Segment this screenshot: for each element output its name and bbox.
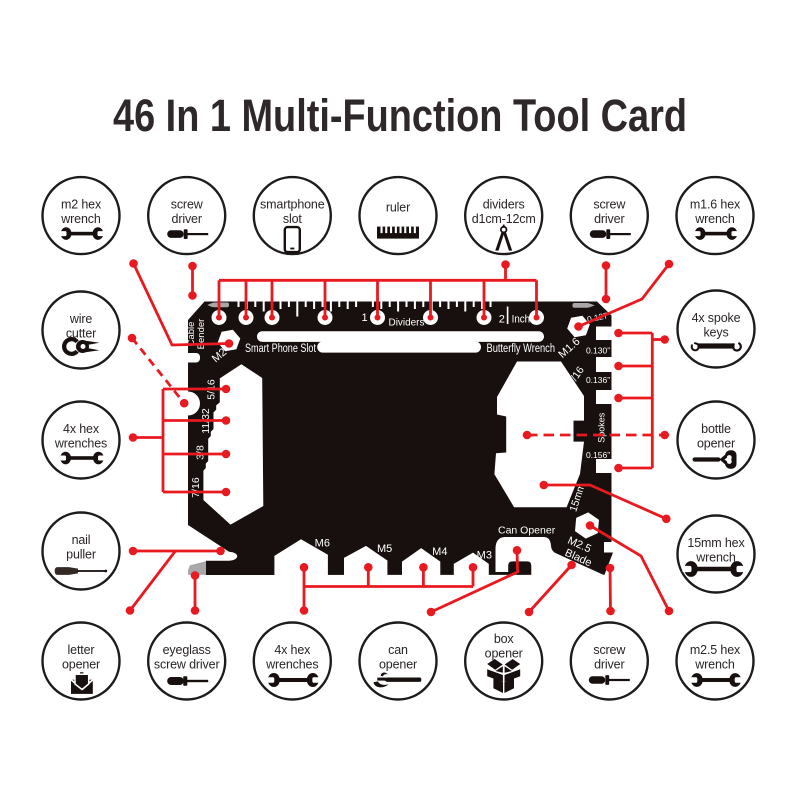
svg-text:Dividers: Dividers — [389, 317, 425, 329]
svg-text:dividers: dividers — [483, 198, 525, 212]
svg-text:screw driver: screw driver — [154, 658, 220, 672]
svg-text:15mm hex: 15mm hex — [687, 536, 745, 550]
svg-text:screw: screw — [593, 198, 626, 212]
svg-text:4x hex: 4x hex — [274, 643, 311, 657]
svg-text:1: 1 — [361, 312, 367, 324]
svg-text:puller: puller — [66, 548, 96, 562]
svg-text:7/16: 7/16 — [190, 477, 202, 498]
svg-text:m2 hex: m2 hex — [61, 198, 102, 212]
svg-text:driver: driver — [172, 212, 202, 226]
svg-text:ruler: ruler — [386, 201, 410, 215]
svg-text:wrench: wrench — [695, 551, 736, 565]
svg-text:screw: screw — [171, 198, 204, 212]
svg-text:2: 2 — [499, 314, 505, 326]
svg-text:M3: M3 — [477, 549, 492, 561]
svg-text:Butterfly Wrench: Butterfly Wrench — [487, 343, 556, 355]
svg-text:M6: M6 — [315, 538, 330, 550]
svg-text:Spokes: Spokes — [597, 412, 607, 443]
svg-text:driver: driver — [594, 212, 624, 226]
svg-text:wrenches: wrenches — [54, 437, 107, 451]
svg-text:slot: slot — [283, 212, 303, 226]
svg-text:M5: M5 — [377, 543, 392, 555]
svg-text:Bender: Bender — [196, 319, 207, 350]
svg-text:wrench: wrench — [694, 212, 735, 226]
svg-text:screw: screw — [593, 643, 626, 657]
svg-text:keys: keys — [703, 326, 728, 340]
svg-text:M4: M4 — [432, 546, 447, 558]
svg-text:0.156”: 0.156” — [586, 450, 610, 460]
svg-text:opener: opener — [485, 647, 523, 661]
svg-text:4x hex: 4x hex — [63, 422, 100, 436]
svg-text:46 In 1 Multi-Function Tool Ca: 46 In 1 Multi-Function Tool Card — [113, 90, 687, 141]
svg-text:smartphone: smartphone — [260, 198, 325, 212]
svg-text:driver: driver — [594, 658, 624, 672]
svg-text:4x spoke: 4x spoke — [692, 311, 741, 325]
svg-text:3/8: 3/8 — [195, 445, 207, 460]
svg-text:0.130”: 0.130” — [586, 346, 610, 356]
svg-text:cutter: cutter — [66, 327, 96, 341]
svg-text:Smart Phone Slot: Smart Phone Slot — [245, 343, 317, 355]
svg-text:can: can — [388, 643, 408, 657]
svg-text:Can Opener: Can Opener — [498, 524, 556, 536]
svg-text:bottle: bottle — [701, 422, 731, 436]
svg-text:opener: opener — [62, 658, 100, 672]
svg-text:nail: nail — [72, 533, 91, 547]
svg-text:wrench: wrench — [694, 658, 735, 672]
svg-text:eyeglass: eyeglass — [163, 643, 211, 657]
svg-text:box: box — [494, 632, 515, 646]
svg-text:Inch: Inch — [512, 314, 530, 326]
svg-text:opener: opener — [697, 437, 735, 451]
svg-text:letter: letter — [68, 643, 95, 657]
svg-text:wire: wire — [69, 312, 93, 326]
svg-text:m2.5 hex: m2.5 hex — [690, 643, 741, 657]
svg-text:opener: opener — [379, 658, 417, 672]
svg-text:d1cm-12cm: d1cm-12cm — [472, 212, 536, 226]
svg-text:Cable: Cable — [186, 322, 197, 347]
svg-text:wrenches: wrenches — [265, 658, 318, 672]
svg-text:wrench: wrench — [60, 212, 101, 226]
svg-text:m1.6 hex: m1.6 hex — [690, 198, 741, 212]
svg-text:0.136”: 0.136” — [586, 375, 610, 385]
